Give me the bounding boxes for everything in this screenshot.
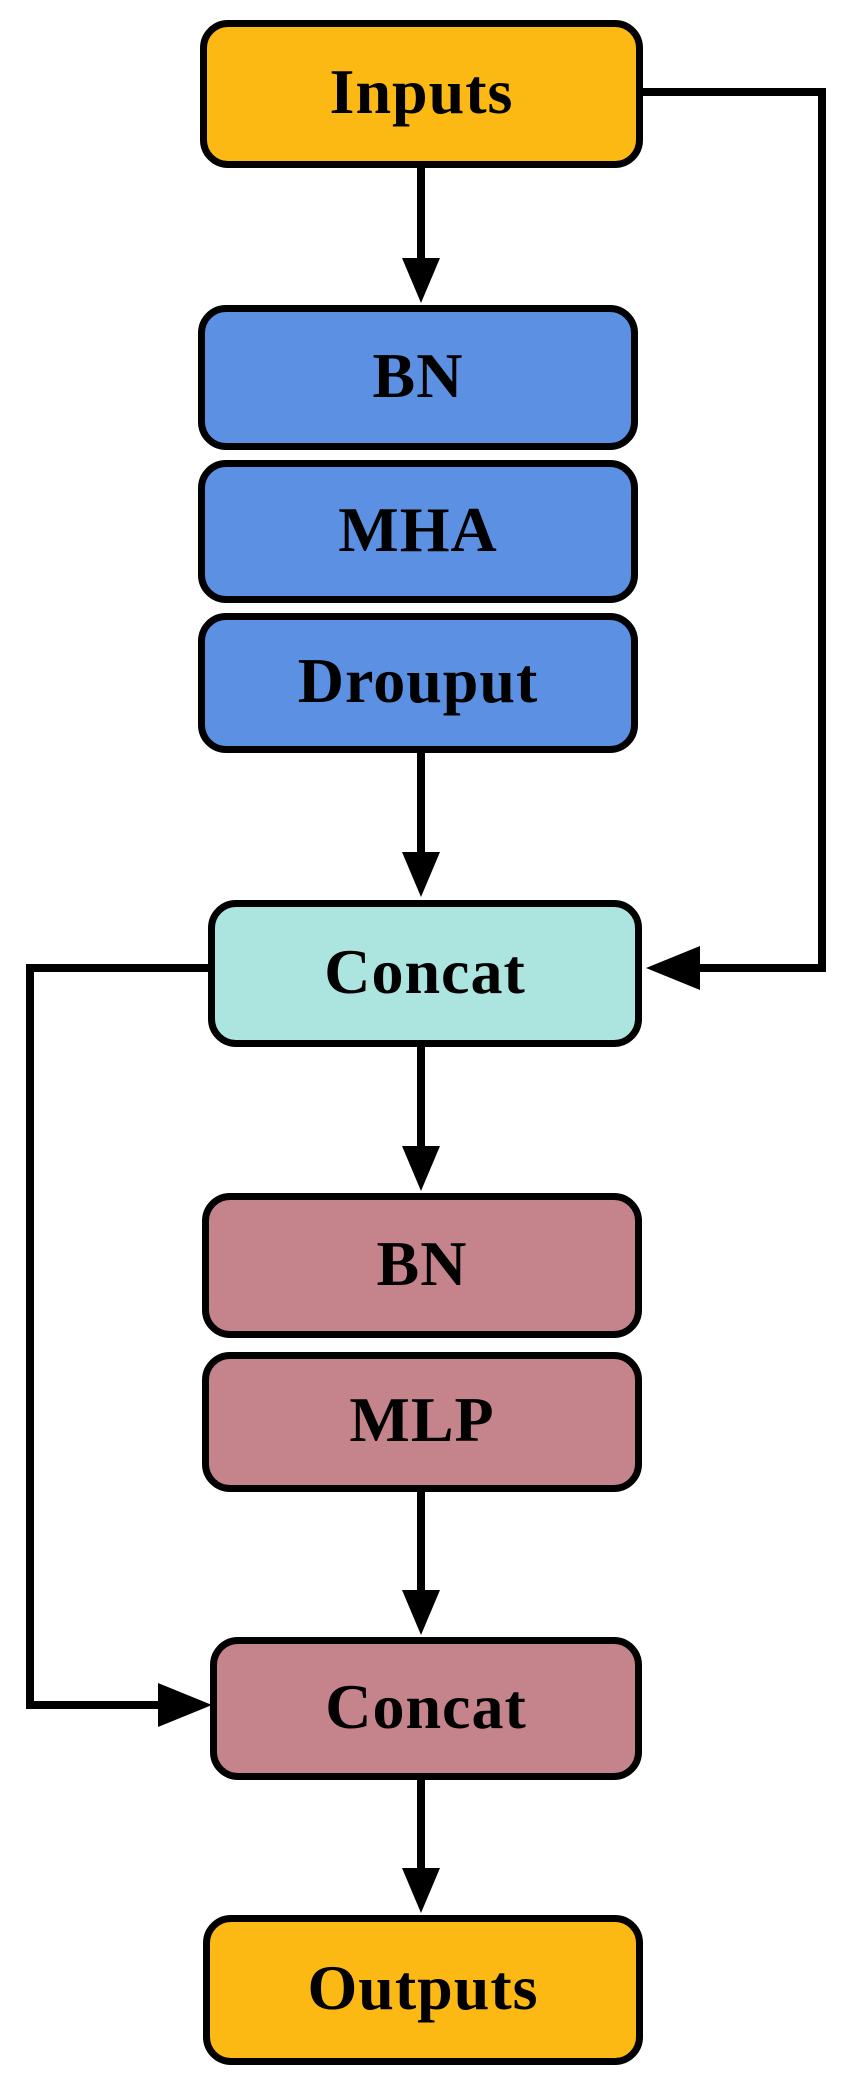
arrow-concat2-to-outputs: [402, 1780, 440, 1913]
arrow-concat-to-bn2: [402, 1047, 440, 1191]
node-mlp-label: MLP: [349, 1384, 495, 1455]
node-concat-1-label: Concat: [324, 935, 526, 1007]
node-bn-1-label: BN: [372, 339, 464, 411]
node-mha-label: MHA: [338, 493, 498, 565]
arrow-right-icon: [158, 1683, 212, 1727]
node-inputs: Inputs: [200, 20, 643, 168]
node-outputs: Outputs: [203, 1915, 643, 2065]
arrow-mlp-to-concat2: [402, 1492, 440, 1635]
node-inputs-label: Inputs: [329, 56, 514, 127]
node-bn-1: BN: [198, 305, 638, 450]
node-bn-2: BN: [202, 1193, 642, 1338]
arrow-down-icon: [402, 258, 440, 303]
skip-connection-concat-to-concat2: [26, 964, 212, 1727]
node-concat-2: Concat: [210, 1637, 642, 1780]
arrow-down-icon: [402, 1590, 440, 1635]
node-dropout-label: Drouput: [297, 645, 539, 716]
arrow-down-icon: [402, 1868, 440, 1913]
node-outputs-label: Outputs: [307, 1952, 539, 2023]
skip-connection-inputs-to-concat: [643, 88, 826, 990]
node-mha: MHA: [198, 460, 638, 603]
node-mlp: MLP: [202, 1352, 642, 1492]
node-dropout: Drouput: [198, 613, 638, 753]
arrow-dropout-to-concat: [402, 753, 440, 897]
arrow-down-icon: [402, 852, 440, 897]
node-concat-2-label: Concat: [325, 1670, 527, 1742]
node-bn-2-label: BN: [376, 1227, 468, 1299]
arrow-down-icon: [402, 1146, 440, 1191]
arrow-left-icon: [646, 946, 700, 990]
node-concat-1: Concat: [208, 900, 642, 1047]
arrow-inputs-to-bn: [402, 168, 440, 303]
